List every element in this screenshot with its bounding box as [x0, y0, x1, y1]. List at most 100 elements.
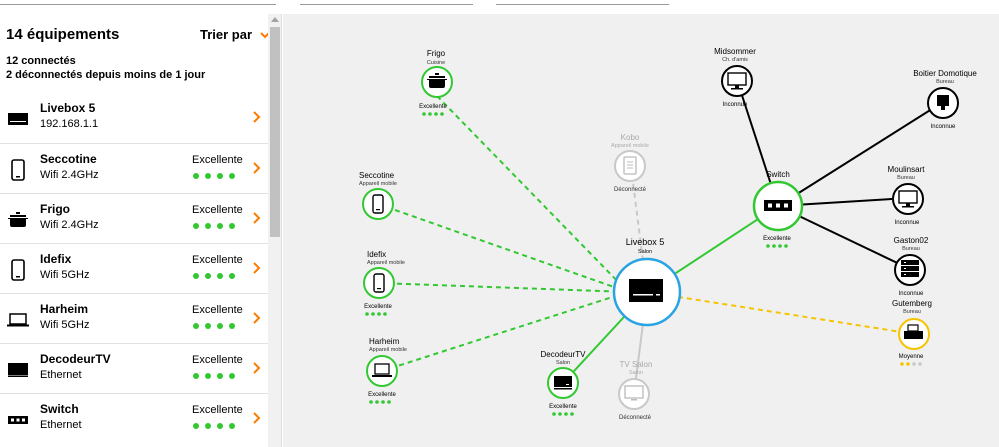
- phone-icon: [6, 258, 30, 282]
- signal-dots: [552, 412, 574, 416]
- signal-quality: Excellente: [192, 304, 243, 316]
- signal-dots: [193, 173, 235, 179]
- network-map-canvas: Livebox 5 Salon Frigo Cuisine Excellente…: [359, 47, 977, 421]
- node-room: Bureau: [902, 246, 920, 252]
- node-idefix[interactable]: Idefix Appareil mobile Excellente: [363, 250, 405, 316]
- chevron-right-icon: [253, 262, 261, 274]
- livebox-icon: [629, 279, 663, 302]
- node-name: Frigo: [427, 49, 446, 58]
- device-name: Livebox 5: [40, 101, 96, 115]
- scroll-thumb[interactable]: [270, 27, 280, 237]
- chevron-right-icon: [253, 162, 261, 174]
- sort-label: Trier par: [200, 27, 253, 42]
- desktop-icon: [727, 72, 747, 90]
- signal-quality: Excellente: [192, 354, 243, 366]
- pot-icon: [427, 73, 447, 88]
- node-livebox[interactable]: Livebox 5 Salon: [612, 237, 682, 327]
- node-name: Idefix: [367, 250, 386, 259]
- signal-dots: [193, 423, 235, 429]
- node-room: Appareil mobile: [359, 181, 397, 187]
- signal-dots: [193, 273, 235, 279]
- node-room: Cuisine: [427, 60, 445, 66]
- node-name: Switch: [766, 170, 790, 179]
- device-row-frigo[interactable]: Frigo Wifi 2.4GHz Excellente: [0, 193, 268, 243]
- domotique-box-icon: [937, 95, 949, 110]
- node-gutemberg[interactable]: Gutemberg Bureau Moyenne: [892, 299, 932, 366]
- node-switch[interactable]: Switch Excellente: [752, 170, 804, 248]
- device-row-decodeurtv[interactable]: DecodeurTV Ethernet Excellente: [0, 343, 268, 393]
- node-decodeur[interactable]: DecodeurTV Salon Excellente: [541, 350, 587, 416]
- node-harheim[interactable]: Harheim Appareil mobile Excellente: [366, 337, 407, 404]
- tab-underline-2[interactable]: [300, 0, 473, 5]
- node-status: Excellente: [549, 404, 577, 410]
- tv-box-icon: [554, 376, 572, 390]
- node-kobo[interactable]: Kobo Appareil mobile Déconnecté: [611, 133, 649, 193]
- device-name: Switch: [40, 402, 79, 416]
- device-name: Seccotine: [40, 152, 97, 166]
- node-name: Harheim: [369, 337, 400, 346]
- tab-underline-3[interactable]: [496, 0, 669, 5]
- device-name: Harheim: [40, 302, 89, 316]
- node-status: Excellente: [419, 104, 447, 110]
- node-status: Inconnue: [723, 102, 748, 108]
- node-status: Excellente: [763, 236, 791, 242]
- switch-icon: [764, 200, 792, 211]
- tablet-icon: [623, 156, 637, 175]
- node-moulinsart[interactable]: Moulinsart Bureau Inconnue: [888, 165, 926, 226]
- chevron-right-icon: [253, 111, 261, 123]
- phone-icon: [373, 273, 385, 293]
- signal-dots: [193, 223, 235, 229]
- node-name: Gaston02: [894, 236, 929, 245]
- node-name: TV Salon: [620, 360, 653, 369]
- list-scrollbar[interactable]: [268, 14, 281, 447]
- node-room: Bureau: [897, 175, 915, 181]
- node-room: Salon: [629, 370, 643, 376]
- node-status: Inconnue: [899, 291, 924, 297]
- node-name: Moulinsart: [888, 165, 926, 174]
- signal-dots: [369, 400, 391, 404]
- node-seccotine[interactable]: Seccotine Appareil mobile: [359, 171, 397, 220]
- node-frigo[interactable]: Frigo Cuisine Excellente: [419, 49, 453, 116]
- tab-underline-1[interactable]: [0, 0, 276, 5]
- device-row-switch[interactable]: Switch Ethernet Excellente: [0, 393, 268, 443]
- device-list: Livebox 5 192.168.1.1 Seccotine Wifi 2.4…: [0, 93, 268, 443]
- device-row-harheim[interactable]: Harheim Wifi 5GHz Excellente: [0, 293, 268, 343]
- node-domotique[interactable]: Boitier Domotique Bureau Inconnue: [913, 69, 977, 130]
- network-map: Livebox 5 Salon Frigo Cuisine Excellente…: [283, 14, 999, 447]
- chevron-down-icon: [259, 27, 270, 42]
- device-name: DecodeurTV: [40, 352, 111, 366]
- link-kobo: [631, 174, 648, 293]
- connected-summary: 12 connectés: [6, 55, 76, 67]
- scroll-up-arrow-icon[interactable]: [271, 17, 279, 22]
- device-row-livebox[interactable]: Livebox 5 192.168.1.1: [0, 93, 268, 143]
- device-connection: Wifi 5GHz: [40, 319, 90, 331]
- device-connection: Ethernet: [40, 419, 82, 431]
- device-connection: Ethernet: [40, 369, 82, 381]
- node-room: Salon: [556, 360, 570, 366]
- link-frigo: [436, 95, 629, 293]
- switch-icon: [6, 408, 30, 432]
- node-status: Inconnue: [931, 124, 956, 130]
- chevron-right-icon: [253, 312, 261, 324]
- node-tvsalon[interactable]: TV Salon Salon Déconnecté: [618, 360, 653, 421]
- phone-icon: [6, 158, 30, 182]
- node-name: Seccotine: [359, 171, 395, 180]
- device-row-seccotine[interactable]: Seccotine Wifi 2.4GHz Excellente: [0, 143, 268, 193]
- device-connection: Wifi 2.4GHz: [40, 169, 99, 181]
- server-icon: [901, 260, 919, 277]
- phone-icon: [372, 194, 384, 214]
- node-midsommer[interactable]: Midsommer Ch. d'amis Inconnue: [714, 47, 756, 108]
- node-name: Midsommer: [714, 47, 756, 56]
- sort-button[interactable]: Trier par: [200, 27, 270, 42]
- node-status: Déconnecté: [614, 187, 647, 193]
- livebox-icon: [6, 107, 30, 131]
- signal-dots: [193, 323, 235, 329]
- desktop-icon: [898, 190, 918, 208]
- node-room: Appareil mobile: [367, 260, 405, 266]
- signal-quality: Excellente: [192, 204, 243, 216]
- device-row-idefix[interactable]: Idefix Wifi 5GHz Excellente: [0, 243, 268, 293]
- device-ip: 192.168.1.1: [40, 118, 99, 130]
- node-gaston[interactable]: Gaston02 Bureau Inconnue: [894, 236, 929, 297]
- node-name: DecodeurTV: [541, 350, 587, 359]
- node-room: Salon: [638, 249, 652, 255]
